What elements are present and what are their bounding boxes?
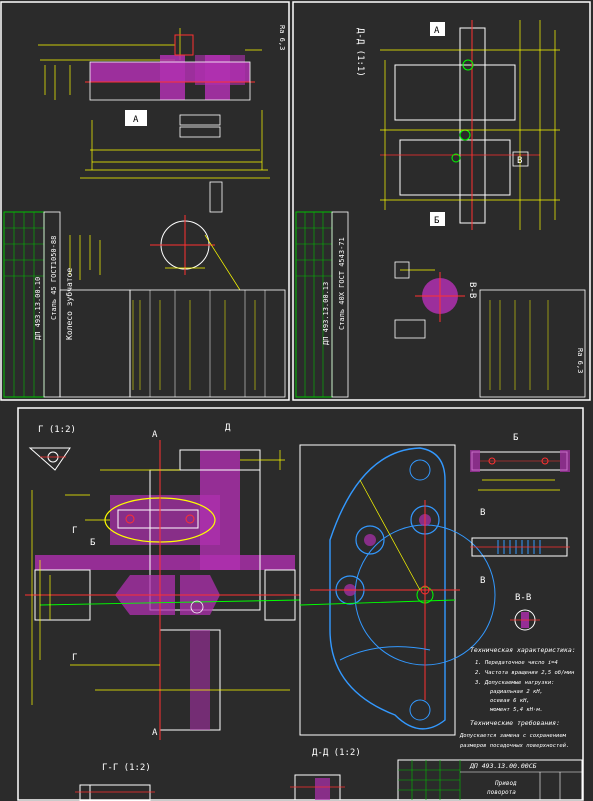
- title-block-stamp: [397, 759, 583, 801]
- section-gg-detail: [75, 784, 155, 801]
- dimension-lines: [31, 450, 301, 705]
- material-text: Сталь 45 ГОСТ1050-88: [50, 236, 58, 320]
- tech-char-line-2: 2. Частота вращения 2,5 об/мин: [475, 669, 575, 676]
- view-b-title: Б: [513, 433, 518, 443]
- roughness-mark: Ra 6,3: [278, 25, 286, 50]
- title-block-left: [3, 211, 131, 398]
- tech-char-title: Техническая характеристика:: [470, 646, 576, 654]
- sheet-shaft[interactable]: Д-Д (1:1) А Б В: [292, 1, 591, 401]
- section-vv-title: В-В: [515, 593, 531, 603]
- cut-a-bottom: А: [152, 728, 158, 738]
- notes-vertical: [69, 235, 101, 280]
- datum-a-box: [125, 110, 147, 126]
- section-bb-view: [394, 261, 465, 339]
- view-b-detail: [470, 450, 570, 491]
- mark-g-lower: Г: [72, 653, 77, 663]
- tech-char-line-4: радиальная 2 кН,: [490, 689, 543, 695]
- tech-req-line-1: Допускается замена с сохранением: [459, 733, 567, 739]
- datum-v-label: В: [517, 156, 522, 166]
- section-gg-title: Г-Г (1:2): [102, 763, 151, 773]
- datum-b-label: Б: [434, 216, 439, 226]
- cut-a-top: А: [152, 430, 158, 440]
- section-dd-title: Д-Д (1:2): [312, 748, 361, 758]
- assembly-section: [25, 440, 301, 740]
- view-v-detail: [470, 537, 570, 557]
- doc-code-text: ДП 493.13.00.00СБ: [469, 762, 537, 770]
- mark-b: Б: [90, 538, 95, 548]
- tech-char-line-3: 3. Допускаемые нагрузки:: [474, 680, 554, 686]
- sheet-frame: [292, 1, 591, 401]
- datum-b-box: [430, 212, 445, 226]
- dimension-lines: [38, 28, 270, 179]
- dimension-lines: [380, 20, 560, 230]
- tolerance-frames: [179, 114, 223, 213]
- tech-char-line-6: момент 5,4 кН·м.: [489, 707, 543, 713]
- datum-a-label: A: [133, 115, 139, 125]
- roughness-mark: Ra 6,3: [576, 348, 584, 373]
- mark-g-upper: Г: [72, 526, 77, 536]
- view-g-title: Г (1:2): [38, 425, 76, 435]
- gear-section: [85, 34, 255, 101]
- datum-a-label: А: [434, 26, 440, 36]
- tech-req-title: Технические требования:: [470, 719, 560, 727]
- plan-view: [299, 444, 496, 736]
- section-vv-detail: [510, 609, 540, 631]
- section-dd-detail: [290, 774, 345, 801]
- tech-req-line-2: размеров посадочных поверхностей.: [460, 743, 569, 749]
- stamp-sub: поворота: [487, 789, 516, 796]
- mark-v: В: [480, 576, 485, 586]
- tech-char-line-1: 1. Передаточное число i=4: [475, 660, 558, 666]
- datum-v-box: [512, 151, 529, 167]
- material-text: Сталь 40Х ГОСТ 4543-71: [338, 237, 346, 330]
- parameter-table: [129, 289, 286, 398]
- section-bb-title: В-В: [467, 282, 477, 298]
- view-g-detail: [28, 447, 71, 471]
- section-dd-title: Д-Д (1:1): [355, 28, 365, 77]
- tech-char-line-5: осевая 6 кН,: [490, 698, 530, 704]
- datum-a-box: [430, 22, 445, 36]
- sheet-assembly[interactable]: Г (1:2) А А Д Б Г Г: [17, 407, 584, 801]
- hub-section-view: [150, 215, 241, 291]
- sheet-gear-wheel[interactable]: A: [0, 1, 290, 401]
- cut-d-marker: Д: [225, 423, 231, 433]
- sheet-frame: [0, 1, 290, 401]
- title-block-left: [295, 211, 586, 398]
- view-v-title: В: [480, 508, 485, 518]
- doc-code-text: ДП 493.13.00.13: [322, 282, 330, 345]
- part-title: Колесо зубчатое: [64, 268, 74, 340]
- doc-code-text: ДП 493.13.00.10: [34, 277, 42, 340]
- stamp-name: Привод: [494, 780, 517, 787]
